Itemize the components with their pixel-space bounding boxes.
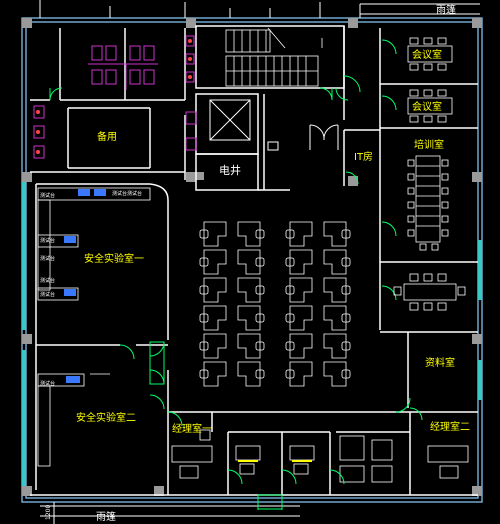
lab-2-label: 安全实验室二 — [76, 411, 136, 424]
manager-1-label: 经理室一 — [172, 422, 212, 435]
workstation-desk — [237, 277, 261, 303]
workstation-desk — [203, 277, 227, 303]
workstation-chair — [285, 229, 295, 239]
workstation-desk — [289, 221, 313, 247]
electric-shaft-label: 电井 — [219, 163, 241, 177]
manager-2-furniture — [427, 445, 469, 479]
workstation-desk — [323, 333, 347, 359]
bench-label-4: 测试台 — [40, 255, 55, 262]
workstation-desk — [289, 277, 313, 303]
workstation-desk — [323, 221, 347, 247]
workstation-chair — [199, 341, 209, 351]
workstation-chair — [255, 341, 265, 351]
small-meeting-table — [393, 273, 466, 311]
workstation-chair — [285, 369, 295, 379]
training-room-table — [407, 155, 449, 251]
meeting-room-1-label: 会议室 — [412, 48, 442, 61]
manager-1-furniture — [171, 429, 213, 479]
main-entrance-door — [309, 124, 339, 150]
workstation-desk — [289, 333, 313, 359]
workstation-desk — [237, 221, 261, 247]
workstation-desk — [237, 249, 261, 275]
toilet-fixtures — [88, 45, 158, 90]
workstation-desk — [289, 249, 313, 275]
sinks — [33, 35, 197, 159]
canopy-top-label: 雨篷 — [436, 3, 456, 16]
office-desks — [235, 435, 393, 483]
training-room-label: 培训室 — [414, 138, 444, 151]
office-desk-highlights — [238, 460, 312, 462]
workstation-chair — [285, 257, 295, 267]
bench-label-3: 测试台 — [40, 237, 55, 244]
workstation-desk — [203, 361, 227, 387]
monitors — [64, 189, 106, 383]
lab-2-benches — [37, 373, 110, 467]
workstation-chair — [255, 285, 265, 295]
archive-room-label: 资料室 — [425, 356, 455, 369]
workstation-chair — [341, 369, 351, 379]
bench-label-6: 测试台 — [40, 277, 55, 284]
workstation-chair — [199, 229, 209, 239]
window-strips — [22, 180, 482, 490]
workstation-chair — [285, 285, 295, 295]
canopy-top: 雨篷 — [359, 3, 480, 18]
workstation-desk — [323, 361, 347, 387]
staircase — [225, 27, 323, 87]
workstation-desk — [203, 249, 227, 275]
workstation-desk — [323, 277, 347, 303]
manager-2-label: 经理室二 — [430, 420, 470, 433]
bench-label-5: 测试台 — [40, 291, 55, 298]
workstation-desk — [203, 305, 227, 331]
structural-columns — [22, 18, 482, 496]
workstation-desk — [203, 221, 227, 247]
workstation-chair — [285, 341, 295, 351]
lab-1-label: 安全实验室一 — [84, 252, 144, 265]
lab-1-benches — [37, 187, 151, 301]
workstation-chair — [341, 285, 351, 295]
workstation-chair — [255, 369, 265, 379]
bench-label-1: 测试台 — [40, 192, 55, 199]
workstation-chair — [255, 229, 265, 239]
canopy-bottom-label: 雨篷 — [96, 510, 116, 523]
it-room-label: IT房 — [354, 150, 373, 163]
red-markers — [36, 39, 192, 154]
canopy-bottom: 雨篷 1200 — [40, 502, 300, 524]
workstation-chair — [285, 313, 295, 323]
workstation-desk — [289, 305, 313, 331]
workstation-desk — [323, 305, 347, 331]
bench-label-2: 测试台测试台 — [112, 190, 142, 197]
workstation-chair — [199, 313, 209, 323]
elevator — [209, 99, 279, 151]
top-ticks — [39, 0, 321, 18]
bench-label-7: 测试台 — [40, 380, 55, 387]
workstation-desk — [323, 249, 347, 275]
workstation-chair — [199, 369, 209, 379]
workstation-chair — [341, 313, 351, 323]
workstation-chair — [199, 285, 209, 295]
workstation-chair — [255, 313, 265, 323]
office-doors — [227, 469, 345, 485]
workstation-chair — [255, 257, 265, 267]
workstation-chair — [341, 257, 351, 267]
dim-bottom-label: 1200 — [45, 505, 52, 520]
workstation-desk — [203, 333, 227, 359]
workstation-desk — [237, 333, 261, 359]
workstation-desk — [237, 361, 261, 387]
lab-partition-green — [149, 341, 165, 385]
workstation-desk — [237, 305, 261, 331]
meeting-room-2-label: 会议室 — [412, 100, 442, 113]
open-office-workstations — [199, 221, 351, 387]
meeting-room-1-furniture — [407, 37, 453, 71]
meeting-room-2-furniture — [407, 89, 453, 123]
workstation-chair — [341, 229, 351, 239]
workstation-desk — [289, 361, 313, 387]
workstation-chair — [199, 257, 209, 267]
workstation-chair — [341, 341, 351, 351]
interior-walls — [30, 25, 478, 496]
spare-room-label: 备用 — [97, 130, 117, 143]
